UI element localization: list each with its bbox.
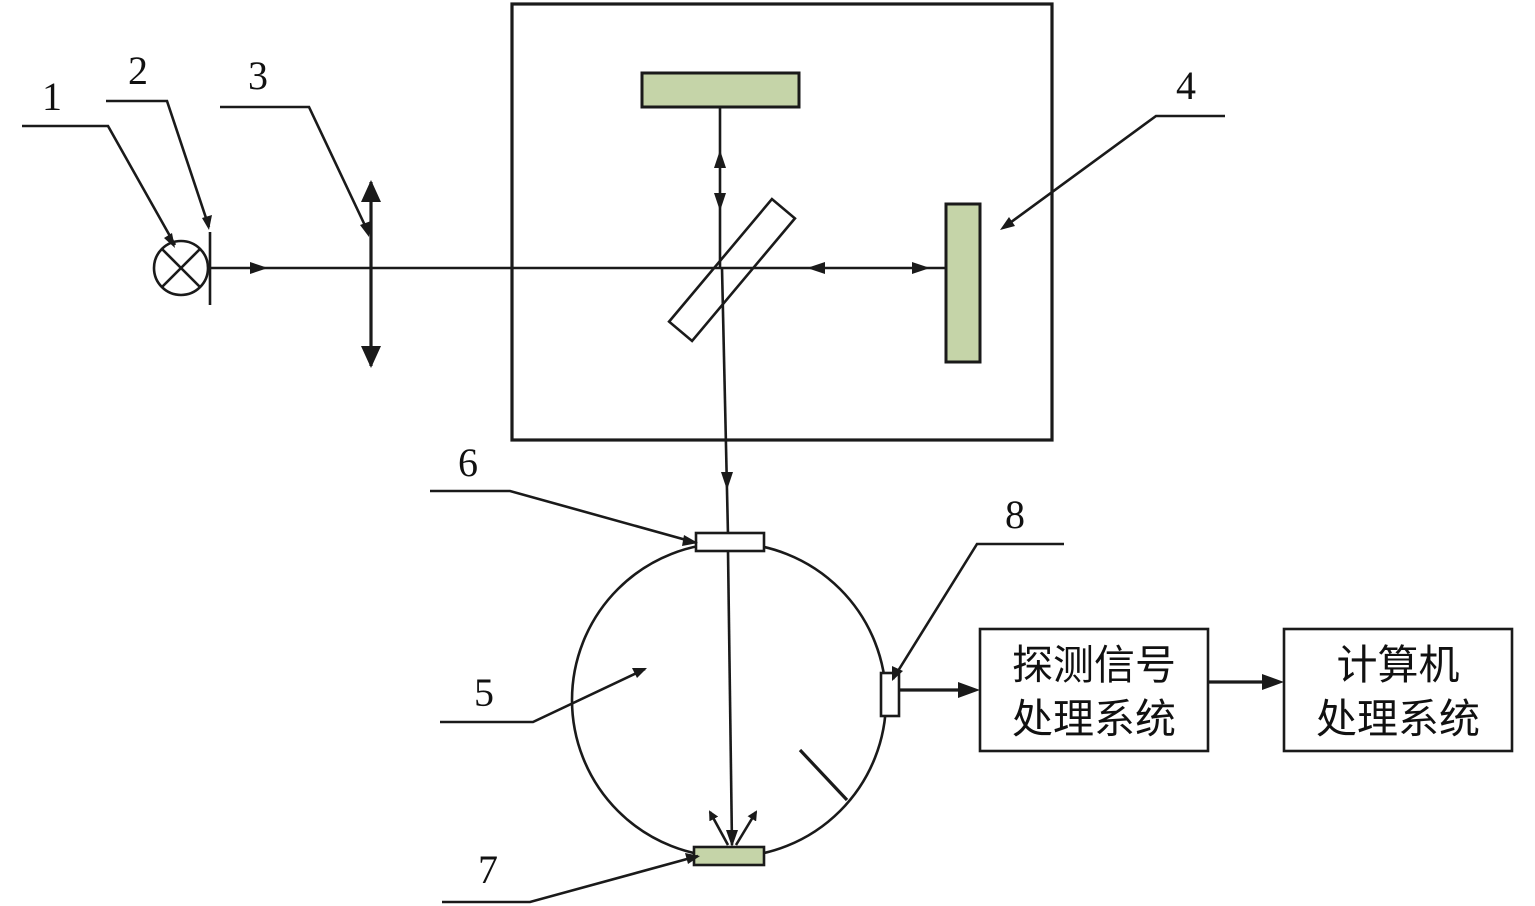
signal-box-line2: 处理系统 [1012,695,1176,743]
beam-arrow-right-mirror [912,262,930,274]
label-8: 8 [1005,492,1025,537]
leader-lines [22,99,1225,904]
label-2: 2 [128,48,148,93]
detector [879,671,901,718]
beam-arrow-input [250,262,268,274]
label-3: 3 [248,53,268,98]
computer-box-line1: 计算机 [1337,641,1460,689]
moving-mirror [944,202,982,364]
label-6: 6 [458,440,478,485]
fixed-mirror [640,71,801,109]
label-5: 5 [474,670,494,715]
label-4: 4 [1176,63,1196,108]
computer-processing-box [1282,627,1514,753]
output-beam [720,267,730,536]
beam-arrow-up [714,150,726,168]
signal-processing-box [978,627,1210,753]
beam-arrow-to-sphere [721,472,733,490]
entrance-port [694,531,766,553]
label-7: 7 [478,847,498,892]
label-1: 1 [42,74,62,119]
sphere-beam [726,550,734,846]
beam-arrow-to-sample [726,830,738,847]
baffle [798,748,849,802]
beam-arrow-return-left [807,262,825,274]
beam-splitter [667,197,797,343]
scatter-arrow-left [708,810,730,846]
lens [361,180,381,368]
signal-box-line1: 探测信号 [1012,641,1176,689]
light-source [152,239,210,297]
scatter-arrow-right [734,810,758,846]
beam-arrow-down-top [714,193,726,211]
arrow-to-signal-box [958,682,980,698]
arrow-to-computer-box [1262,674,1284,690]
interferometer-enclosure [510,2,1054,442]
computer-box-line2: 处理系统 [1316,695,1480,743]
sample [692,845,766,867]
